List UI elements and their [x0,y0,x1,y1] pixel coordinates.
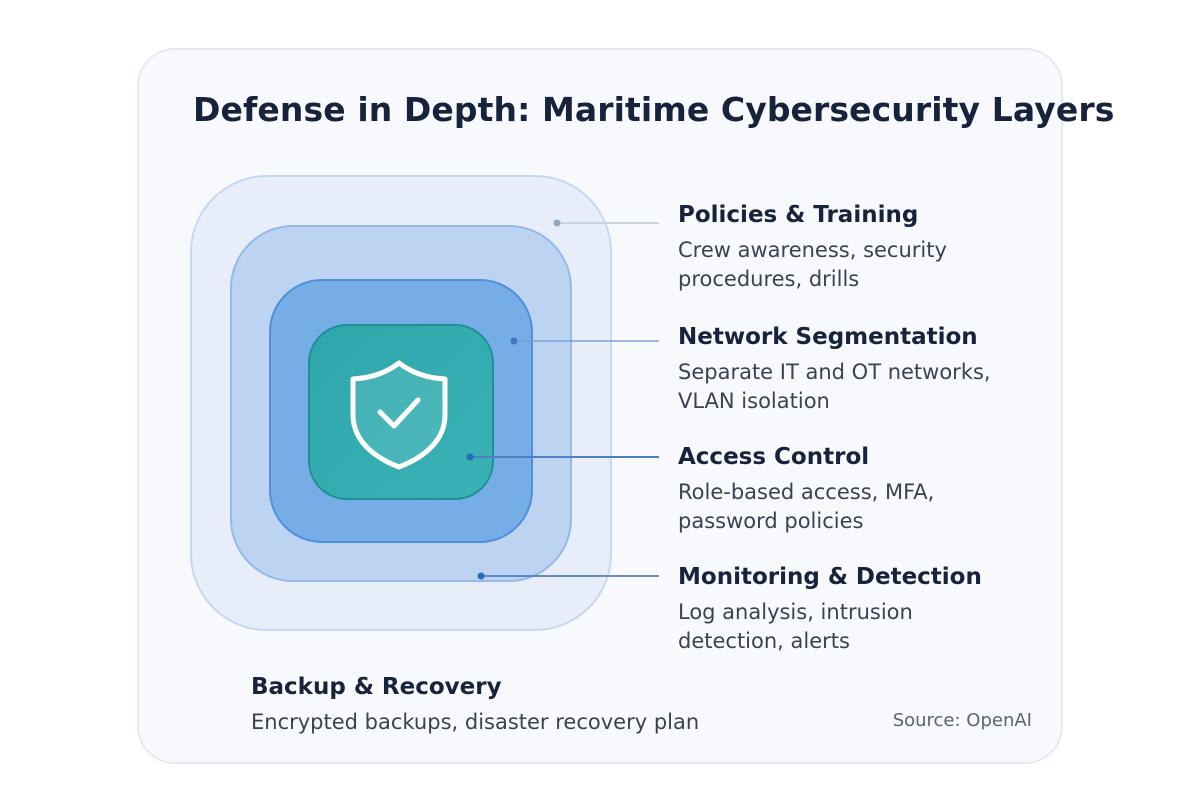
layer-title: Access Control [678,444,870,470]
layer-title: Policies & Training [678,202,919,228]
layer-title: Monitoring & Detection [678,564,982,590]
layer-description: Crew awareness, security procedures, dri… [678,238,947,291]
layer-description: Separate IT and OT networks, VLAN isolat… [678,360,991,413]
shield-check-icon [350,360,448,470]
layer-description: Encrypted backups, disaster recovery pla… [251,710,700,734]
layer-access-control: Access Control Role-based access, MFA, p… [678,442,1048,536]
core-layer-square [308,324,494,500]
layer-policies-training: Policies & Training Crew awareness, secu… [678,200,1048,294]
diagram-title: Defense in Depth: Maritime Cybersecurity… [193,90,1115,129]
layer-description: Log analysis, intrusion detection, alert… [678,600,913,653]
connector-policies [553,219,659,227]
connector-network [510,337,659,345]
layer-monitoring-detection: Monitoring & Detection Log analysis, int… [678,562,1048,656]
layer-title: Network Segmentation [678,324,978,350]
layer-title: Backup & Recovery [251,674,502,700]
layer-description: Role-based access, MFA, password policie… [678,480,935,533]
connector-access [466,453,659,461]
source-credit: Source: OpenAI [892,710,1032,731]
layer-network-segmentation: Network Segmentation Separate IT and OT … [678,322,1048,416]
layer-backup-recovery: Backup & Recovery Encrypted backups, dis… [251,672,771,737]
connector-monitoring [477,572,659,580]
